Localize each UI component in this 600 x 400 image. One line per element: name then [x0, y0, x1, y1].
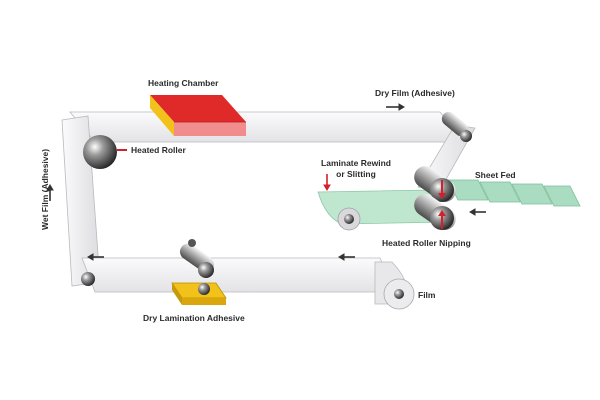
nip-rollers: [414, 166, 456, 230]
top-right-roller: [441, 111, 472, 142]
adhesive-tray: [171, 282, 227, 305]
sheet-fed-panels: [447, 179, 581, 207]
laminate-rewind-label: Laminate Rewind or Slitting: [316, 158, 396, 180]
dry-lamination-adhesive-label: Dry Lamination Adhesive: [143, 313, 245, 323]
laminate-rewind-line1: Laminate Rewind: [321, 158, 391, 168]
wet-film-label: Wet Film (Adhesive): [40, 148, 50, 230]
bottom-left-roller: [81, 272, 95, 286]
heated-roller: [83, 135, 117, 169]
adhesive-roller: [179, 239, 215, 278]
dry-film-label: Dry Film (Adhesive): [375, 88, 455, 98]
sheet-fed-label: Sheet Fed: [475, 170, 516, 180]
film-label: Film: [418, 290, 436, 300]
heated-roller-label: Heated Roller: [131, 145, 186, 155]
top-film-web: [69, 111, 466, 143]
laminate-rewind-roll: [337, 207, 361, 231]
heating-chamber: [150, 95, 246, 136]
heating-chamber-label: Heating Chamber: [148, 78, 219, 88]
laminate-rewind-line2: or Slitting: [336, 169, 376, 179]
heated-roller-nipping-label: Heated Roller Nipping: [382, 238, 471, 248]
direction-arrows: [46, 103, 486, 261]
rewind-indicator-arrow: [323, 174, 331, 191]
bottom-film-web: [81, 257, 396, 293]
film-roll: [374, 261, 415, 310]
